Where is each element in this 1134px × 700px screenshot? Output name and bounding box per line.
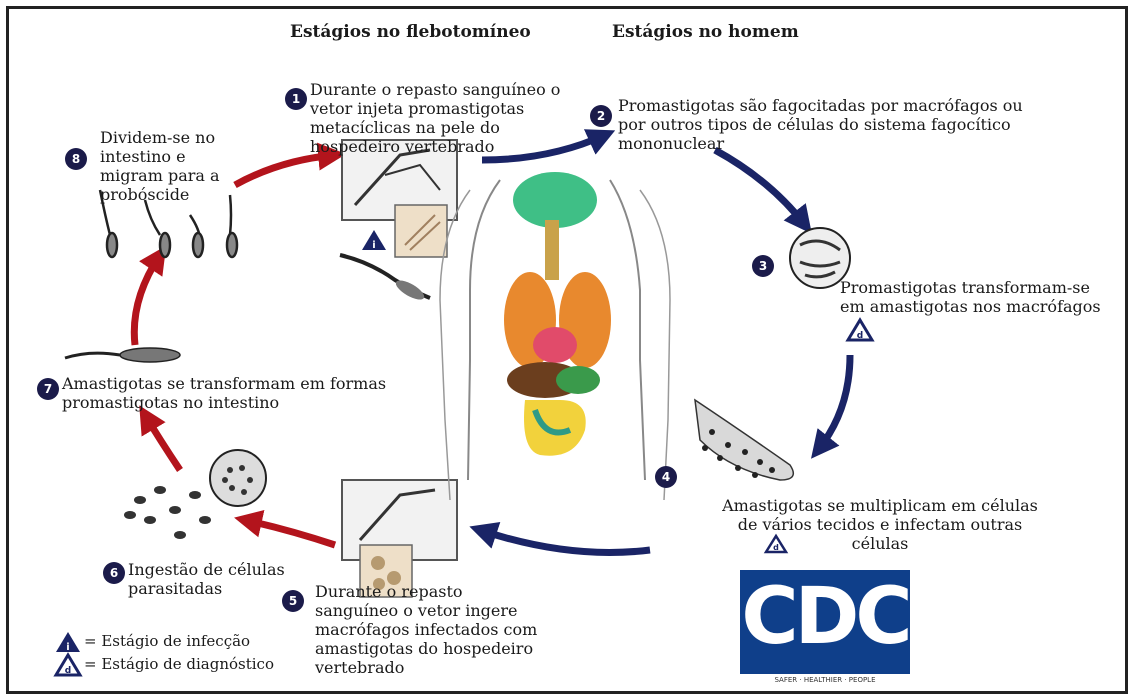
step-3-badge: 3 <box>752 255 774 277</box>
step-4-badge: 4 <box>655 466 677 488</box>
cdc-logo-text: CDC <box>740 572 910 662</box>
step-7-badge: 7 <box>37 378 59 400</box>
svg-text:i: i <box>372 240 375 251</box>
sandfly-feeding-illustration-bottom <box>342 480 457 597</box>
arrow-4-to-5 <box>480 530 650 553</box>
step-6-badge: 6 <box>103 562 125 584</box>
step-8-badge: 8 <box>65 148 87 170</box>
arrow-7-to-8 <box>134 255 160 345</box>
human-body-illustration <box>440 172 670 500</box>
svg-text:d: d <box>65 666 71 676</box>
step-5-text: Durante o repasto sanguíneo o vetor inge… <box>315 582 545 677</box>
legend-infection-marker: i <box>56 632 80 653</box>
tissue-with-amastigotes-illustration <box>695 400 793 480</box>
arrow-5-to-6 <box>245 520 335 545</box>
legend-diagnostic-label: = Estágio de diagnóstico <box>84 655 274 673</box>
svg-text:d: d <box>857 331 863 341</box>
step-6-text: Ingestão de células parasitadas <box>128 560 298 598</box>
step-2-text: Promastigotas são fagocitadas por macróf… <box>618 96 1048 153</box>
arrow-6-to-7 <box>145 415 180 470</box>
svg-text:i: i <box>66 642 69 653</box>
diagnostic-stage-marker-step3: d <box>848 320 872 341</box>
step-7-text: Amastigotas se transformam em formas pro… <box>62 374 402 412</box>
legend-infection-label: = Estágio de infecção <box>84 632 250 650</box>
step-1-badge: 1 <box>285 88 307 110</box>
promastigote-transforming-illustration <box>65 348 180 362</box>
legend-diagnostic-marker: d <box>56 655 80 676</box>
step-1-text: Durante o repasto sanguíneo o vetor inje… <box>310 80 590 156</box>
step-3-text: Promastigotas transformam-se em amastigo… <box>840 278 1115 316</box>
step-8-text: Dividem-se no intestino e migram para a … <box>100 128 250 204</box>
infection-stage-marker-step1: i <box>362 230 386 251</box>
cdc-logo: CDC <box>740 570 910 674</box>
infected-cells-illustration <box>124 450 266 539</box>
step-2-badge: 2 <box>590 105 612 127</box>
arrow-8-to-1 <box>235 155 335 185</box>
sandfly-feeding-illustration-top <box>342 140 457 257</box>
cdc-logo-subtitle: SAFER · HEALTHIER · PEOPLE <box>740 676 910 684</box>
arrow-2-to-3 <box>715 150 805 225</box>
arrow-3-to-4 <box>818 355 850 450</box>
step-4-text: Amastigotas se multiplicam em células de… <box>715 496 1045 553</box>
